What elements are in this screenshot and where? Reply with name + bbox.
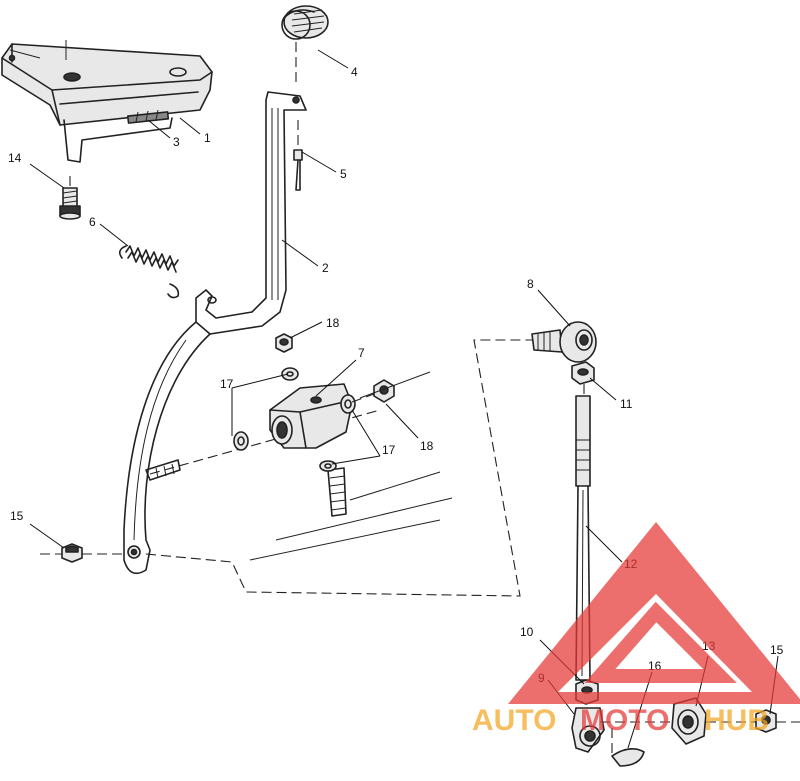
frame-lines: [249, 371, 453, 561]
watermark-text-hub: HUB: [704, 704, 769, 737]
callout-15-left: 15: [10, 509, 24, 523]
pedal-arm-part-2: [195, 91, 307, 335]
leader-lines: [29, 49, 779, 749]
rod-end-part-9: [571, 707, 605, 753]
bracket-part-1: [1, 40, 213, 163]
bolt-part-14: [59, 176, 81, 220]
callout-3: 3: [173, 135, 180, 149]
spring-part-6: [118, 245, 180, 299]
washer-part-17-top: [281, 367, 299, 381]
nut-part-18-right: [351, 379, 395, 403]
callout-14: 14: [8, 151, 22, 165]
watermark-text-auto: AUTO: [472, 704, 556, 737]
assembly-path: [145, 339, 540, 597]
callout-4: 4: [351, 65, 358, 79]
callout-15-right: 15: [770, 643, 784, 657]
rod-end-part-8: [531, 321, 597, 363]
callout-1: 1: [204, 131, 211, 145]
callout-6: 6: [89, 215, 96, 229]
pedal-pad-part-4: [281, 5, 329, 86]
callout-10: 10: [520, 625, 534, 639]
watermark-text-moto: MOTO: [580, 704, 669, 737]
callout-11: 11: [620, 397, 633, 411]
watermark-triangle-icon: [508, 522, 800, 704]
callout-8: 8: [527, 277, 534, 291]
callout-17-left: 17: [220, 377, 234, 391]
bushing-part-13: [671, 697, 707, 745]
nut-part-18-top: [275, 333, 293, 353]
rod-part-12: [575, 384, 591, 681]
washer-part-17-left: [233, 431, 249, 451]
washer-part-17-right: [340, 394, 356, 414]
callout-17-right: 17: [382, 443, 396, 457]
cotter-pin-part-16: [611, 728, 645, 767]
pivot-block-part-7: [145, 383, 381, 517]
nut-part-15-right: [600, 709, 800, 733]
callout-18-right: 18: [420, 439, 434, 453]
callout-18-top: 18: [326, 316, 340, 330]
washer-part-17-bottom: [319, 460, 337, 472]
nut-part-11: [571, 361, 595, 385]
pin-part-5: [293, 120, 303, 191]
nut-part-15-left: [40, 543, 124, 563]
callout-5: 5: [340, 167, 347, 181]
callout-2: 2: [322, 261, 329, 275]
watermark-logo: AUTO MOTO HUB: [472, 522, 800, 737]
callout-7: 7: [358, 346, 365, 360]
lever-arm: [123, 321, 211, 575]
